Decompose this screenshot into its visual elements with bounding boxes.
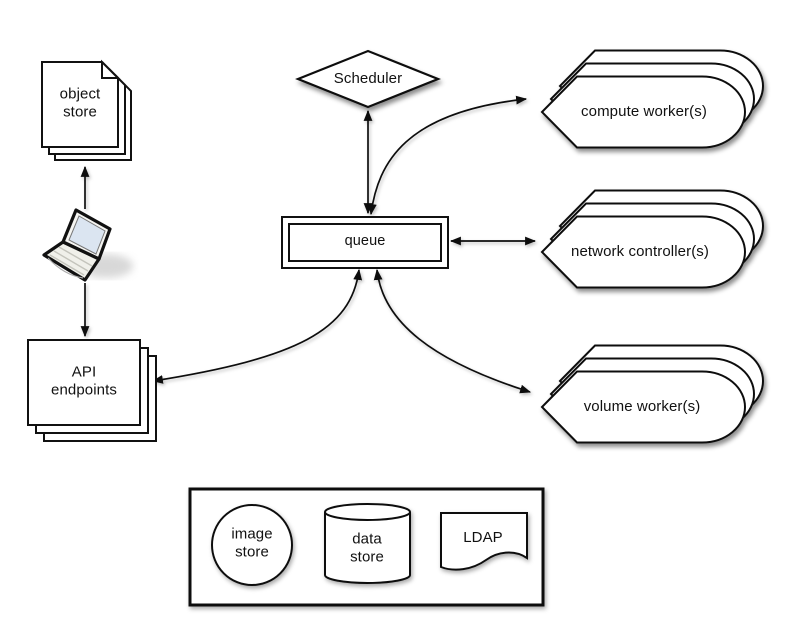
- connectors: [80, 95, 537, 394]
- data-store-node: [324, 503, 411, 584]
- folded-corner-icon: [101, 59, 121, 79]
- edge-queue-volume-workers: [373, 268, 532, 394]
- laptop-icon: [42, 208, 133, 282]
- object-store-node: [41, 59, 132, 161]
- image-store-node: [211, 504, 293, 586]
- edge-queue-api-endpoints: [151, 268, 363, 384]
- ldap-node: [440, 512, 528, 571]
- volume-workers-node: [541, 344, 764, 444]
- queue-node: [281, 216, 449, 269]
- scheduler-node: [295, 49, 441, 109]
- compute-workers-node: [541, 49, 764, 149]
- network-controllers-node: [541, 189, 764, 289]
- edge-queue-compute-workers: [367, 95, 528, 216]
- api-endpoints-node: [27, 339, 157, 442]
